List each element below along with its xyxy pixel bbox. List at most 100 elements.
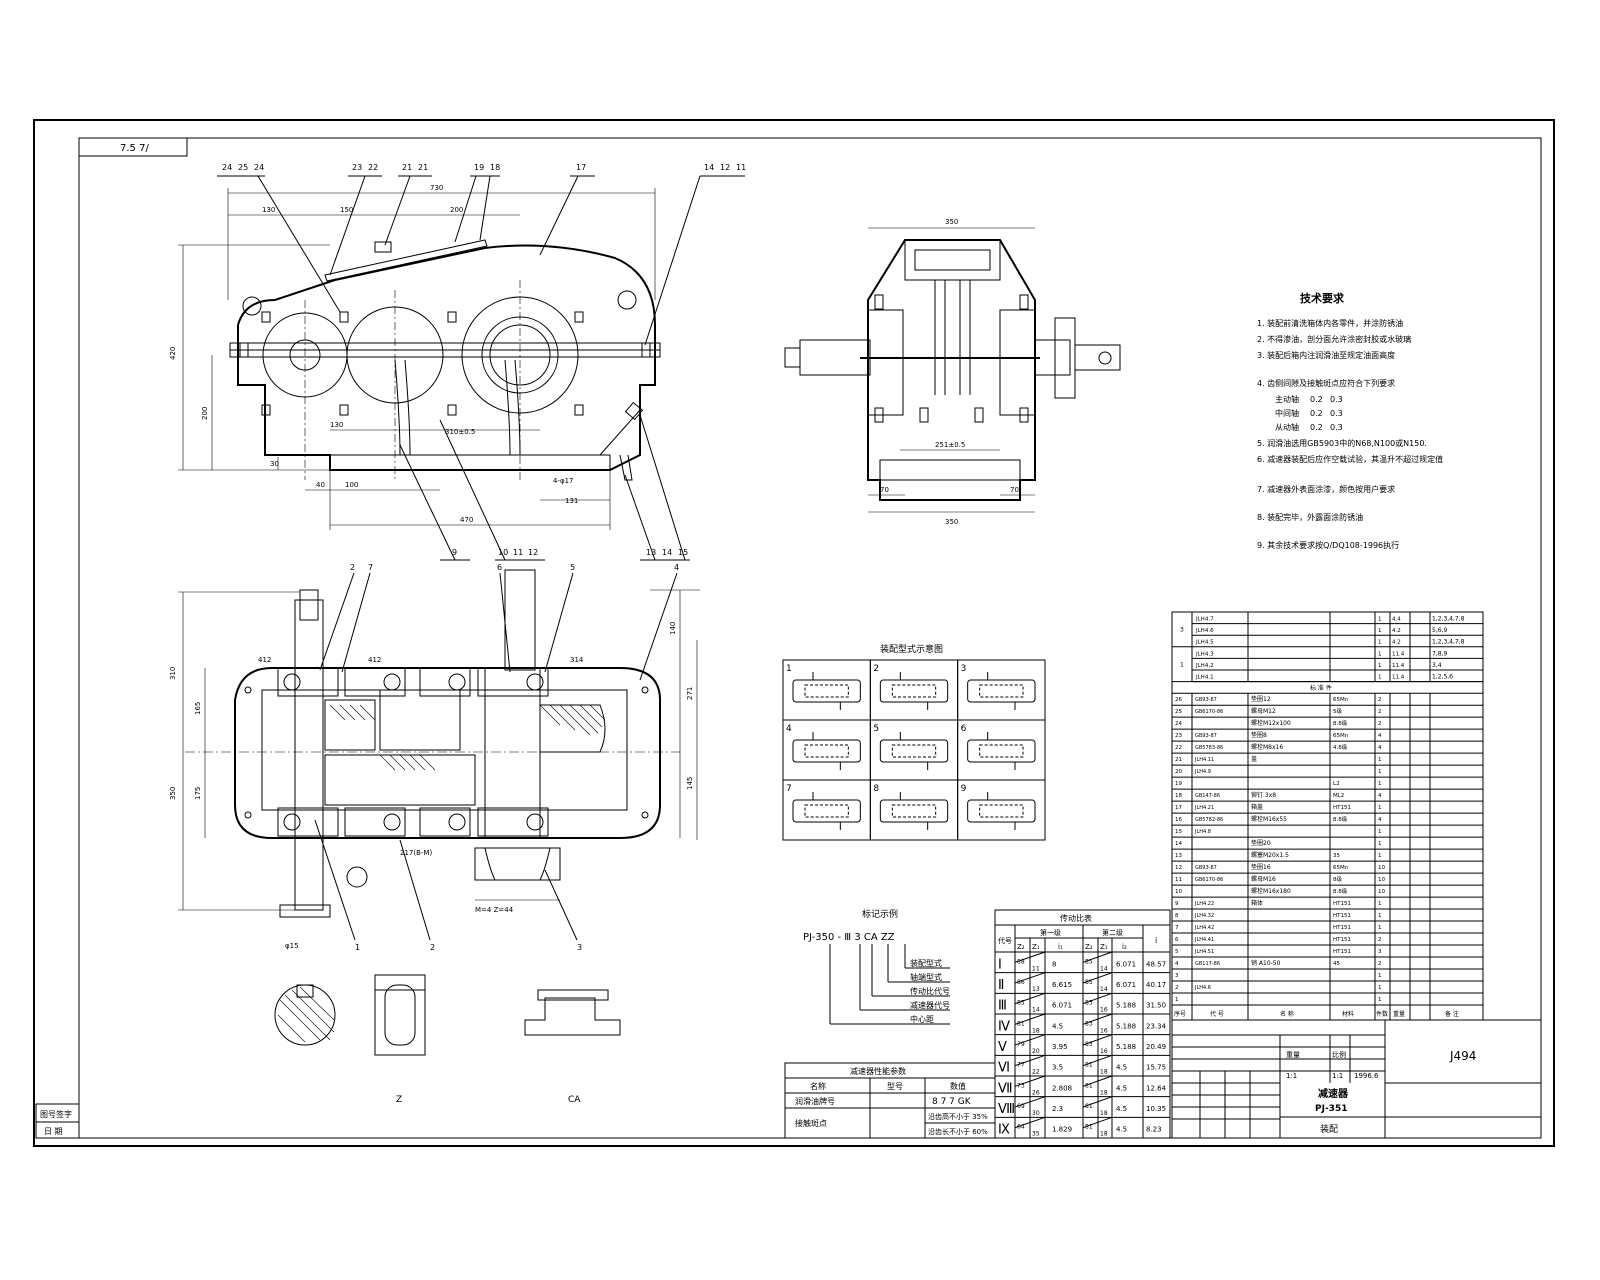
ratio-cell: 73 — [1017, 1082, 1025, 1089]
left-strip-date: 日 期 — [44, 1127, 63, 1136]
svg-text:10: 10 — [498, 548, 508, 557]
parts-row-no: 17 — [1175, 805, 1182, 811]
perf-row-2-name: 接触斑点 — [795, 1118, 827, 1128]
parts-row-no: 26 — [1175, 697, 1182, 703]
ratio-header-z2: Z₂ — [1017, 943, 1025, 951]
ratio-cell-total: 15.75 — [1146, 1064, 1166, 1072]
parts-row-material: HT151 — [1333, 901, 1351, 907]
ratio-cell: 4.5 — [1052, 1022, 1063, 1030]
svg-text:12: 12 — [528, 548, 538, 557]
ratio-cell: 81 — [1085, 1124, 1093, 1131]
svg-text:21: 21 — [418, 163, 428, 172]
svg-text:5: 5 — [570, 563, 575, 572]
left-strip-sign: 图号签字 — [40, 1109, 72, 1119]
ratio-title: 传动比表 — [1060, 913, 1092, 923]
assembly-gearbox-inner — [891, 804, 937, 818]
technical-requirements: 技术要求 1. 装配前清洗箱体内各零件，并涂防锈油 2. 不得渗油，剖分面允许涂… — [1257, 291, 1443, 550]
parts-header-name: 名 称 — [1280, 1010, 1294, 1018]
title-grid — [1172, 1020, 1541, 1138]
ratio-cell: 88 — [1017, 958, 1025, 965]
ratio-header-i2: i₂ — [1122, 943, 1127, 951]
plan-gear-mid — [379, 689, 461, 751]
svg-text:200: 200 — [450, 206, 463, 214]
input-shaft-end — [784, 347, 801, 368]
ratio-cell: 83 — [1085, 1000, 1093, 1007]
ratio-cell-total: 20.49 — [1146, 1043, 1166, 1051]
assembly-gearbox-sketch — [792, 799, 861, 823]
ratio-cell: 81 — [1085, 1062, 1093, 1069]
ratio-cell-total: 10.35 — [1146, 1105, 1166, 1113]
assembly-cell — [782, 779, 871, 841]
svg-text:7: 7 — [368, 563, 373, 572]
ratio-cell: 26 — [1032, 1089, 1040, 1096]
ratio-cell: 18 — [1100, 1089, 1108, 1096]
parts-top-code: JLH4.6 — [1195, 628, 1214, 634]
parts-top-code: JLH4.3 — [1195, 651, 1214, 657]
assembly-cell-number: 1 — [786, 664, 792, 674]
parts-row-qty: 4 — [1378, 817, 1382, 823]
model-code-block: 标记示例 PJ-350 - Ⅲ 3 CA ZZ 装配型式 轴端型式 传动比代号 … — [803, 908, 950, 1025]
ratio-cell: 81 — [1085, 1103, 1093, 1110]
ratio-cell: 2.3 — [1052, 1105, 1063, 1113]
svg-text:11: 11 — [513, 548, 523, 557]
plan-input-shaft-top — [299, 589, 319, 621]
ratio-cell: 64 — [1017, 1124, 1025, 1131]
parts-row-material: 8.8级 — [1333, 815, 1348, 823]
parts-row-no: 11 — [1175, 877, 1182, 883]
parts-row-name: 箱盖 — [1251, 803, 1263, 811]
vent-plug — [374, 241, 392, 253]
parts-row-no: 23 — [1175, 733, 1182, 739]
svg-text:70: 70 — [1010, 486, 1019, 494]
assembly-cell-number: 2 — [873, 664, 879, 674]
svg-text:251±0.5: 251±0.5 — [935, 441, 965, 449]
ratio-row-code: Ⅲ — [998, 999, 1007, 1014]
ratio-row-code: Ⅴ — [998, 1040, 1007, 1055]
parts-row-no: 22 — [1175, 745, 1182, 751]
parts-row-qty: 1 — [1378, 805, 1382, 811]
assembly-gearbox-inner — [979, 804, 1024, 818]
svg-text:310: 310 — [169, 667, 177, 680]
assembly-gearbox-sketch — [967, 799, 1036, 823]
model-leaders — [829, 944, 950, 1025]
parts-row-no: 13 — [1175, 853, 1182, 859]
parts-row-code: GB147-86 — [1195, 793, 1220, 799]
svg-text:5. 润滑油选用GB5903中的N68,N100或N150.: 5. 润滑油选用GB5903中的N68,N100或N150. — [1257, 438, 1427, 448]
parts-row-no: 9 — [1175, 901, 1179, 907]
parts-top-code: JLH4.1 — [1195, 675, 1214, 681]
parts-top-qty: 1 — [1378, 651, 1382, 657]
ratio-cell-total: 40.17 — [1146, 981, 1166, 989]
parts-section-title: 标 准 件 — [1310, 684, 1332, 692]
svg-text:145: 145 — [686, 777, 694, 790]
lifting-eye-right — [617, 290, 637, 310]
svg-text:24: 24 — [222, 163, 232, 172]
parts-row-qty: 1 — [1378, 913, 1382, 919]
parts-row-name: 螺母M12 — [1251, 707, 1276, 715]
ratio-header-code: 代号 — [998, 936, 1012, 945]
assembly-gearbox-inner — [891, 744, 937, 758]
ratio-cell-total: 23.34 — [1146, 1022, 1167, 1030]
parts-row-material: 8.8级 — [1333, 887, 1348, 895]
parts-row-qty: 1 — [1378, 985, 1382, 991]
plan-size-labels: 412 412 314 — [258, 656, 584, 664]
plan-mounting-holes — [244, 686, 649, 819]
ratio-cell-total: 8.23 — [1146, 1126, 1162, 1134]
parts-row-qty: 1 — [1378, 829, 1382, 835]
parts-header-qty: 件数 — [1376, 1010, 1388, 1018]
svg-text:140: 140 — [669, 622, 677, 635]
top-callout-labels: 24 25 24 23 22 21 21 19 18 17 14 12 11 — [222, 163, 746, 172]
front-dimensions — [178, 188, 656, 530]
parts-row-qty: 10 — [1378, 865, 1385, 871]
plan-dimensions — [178, 589, 700, 911]
svg-text:3. 装配后箱内注润滑油至规定油面高度: 3. 装配后箱内注润滑油至规定油面高度 — [1257, 350, 1395, 360]
svg-text:3: 3 — [577, 943, 582, 952]
drain-plug — [619, 454, 633, 481]
perf-row-3-value: 沿齿长不小于 60% — [928, 1127, 988, 1136]
ratio-cell-total: 12.64 — [1146, 1084, 1167, 1092]
parts-row-no: 21 — [1175, 757, 1182, 763]
svg-text:0.3: 0.3 — [1330, 409, 1343, 418]
svg-text:2: 2 — [430, 943, 435, 952]
